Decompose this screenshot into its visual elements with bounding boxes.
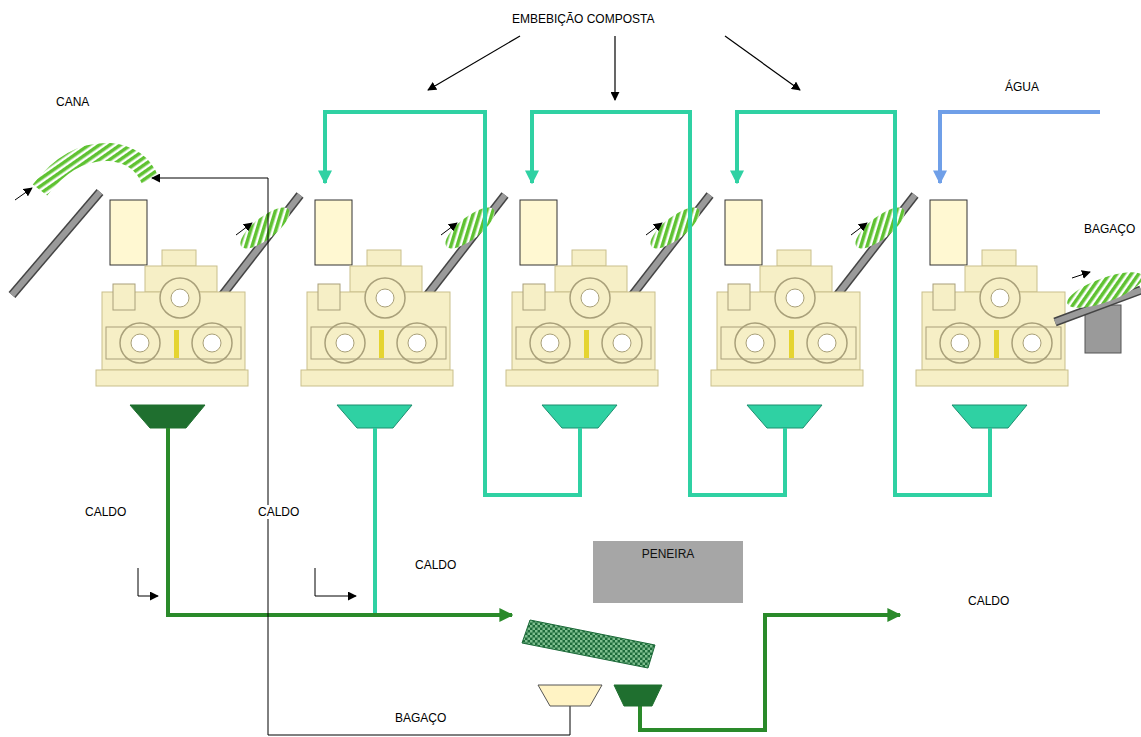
flow-label: CALDO [256, 505, 301, 519]
flow-label: ÁGUA [1003, 80, 1041, 94]
screen-box: PENEIRA [593, 541, 743, 603]
flow-label: CANA [54, 95, 91, 109]
flow-label: CALDO [83, 505, 128, 519]
flow-label: CALDO [966, 594, 1011, 608]
flow-label: BAGAÇO [1082, 222, 1137, 236]
flow-label: BAGAÇO [393, 711, 448, 725]
box-label: PENEIRA [593, 541, 743, 567]
flow-label: CALDO [413, 558, 458, 572]
flow-label: EMBEBIÇÃO COMPOSTA [510, 12, 656, 26]
